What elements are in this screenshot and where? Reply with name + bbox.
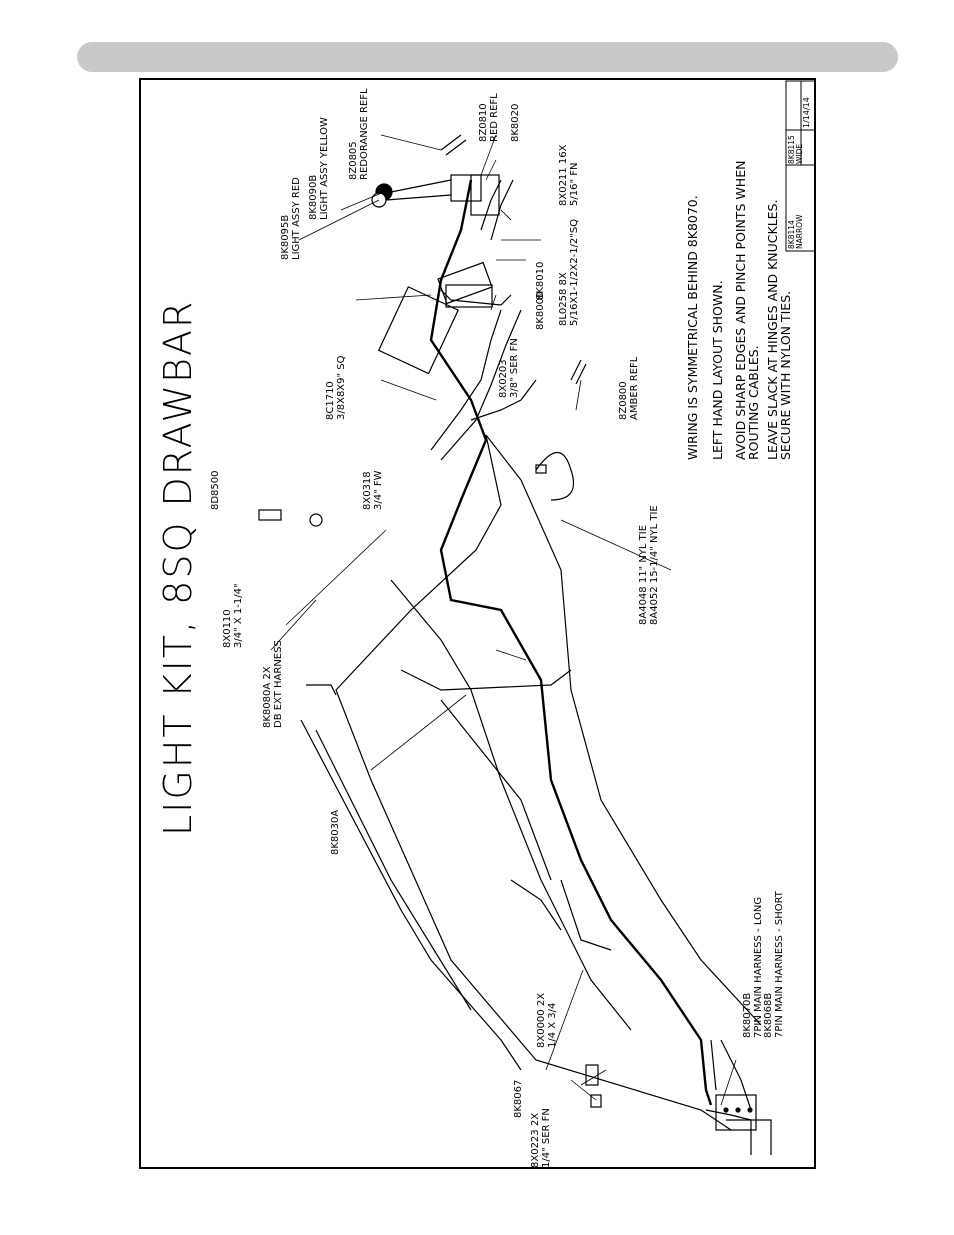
title-block-date: 1/14/14 [802, 97, 811, 128]
callout-8k8030a: 8K8030A [330, 809, 341, 855]
callout-main-harness: 8K8070B 7PIN MAIN HARNESS - LONG 8K8068B… [742, 891, 785, 1038]
note-left-hand-layout: LEFT HAND LAYOUT SHOWN. [710, 280, 725, 460]
callout-8d8500: 8D8500 [210, 470, 221, 510]
title-block-wide: 8K8115 WIDE [787, 135, 804, 164]
callout-8k8020: 8K8020 [510, 103, 521, 142]
nylon-tie [535, 452, 575, 501]
callout-8k8067: 8K8067 [513, 1079, 524, 1118]
frame-outline [300, 379, 772, 1155]
header-bar [77, 42, 898, 72]
leader-lines [270, 134, 737, 1106]
wiring-harness [429, 179, 713, 1106]
callout-8k8000: 8K8000 [535, 291, 546, 330]
title-block-frame [785, 80, 814, 252]
page-title: LIGHT KIT, 8SQ DRAWBAR [156, 299, 200, 836]
note-wiring-symmetrical: WIRING IS SYMMETRICAL BEHIND 8K8070. [685, 195, 700, 460]
drawbar-drawing [258, 80, 814, 1155]
drawbar-tongue [377, 174, 522, 461]
reflectors [440, 134, 587, 385]
title-block-narrow: 8K8114 NARROW [787, 214, 804, 249]
